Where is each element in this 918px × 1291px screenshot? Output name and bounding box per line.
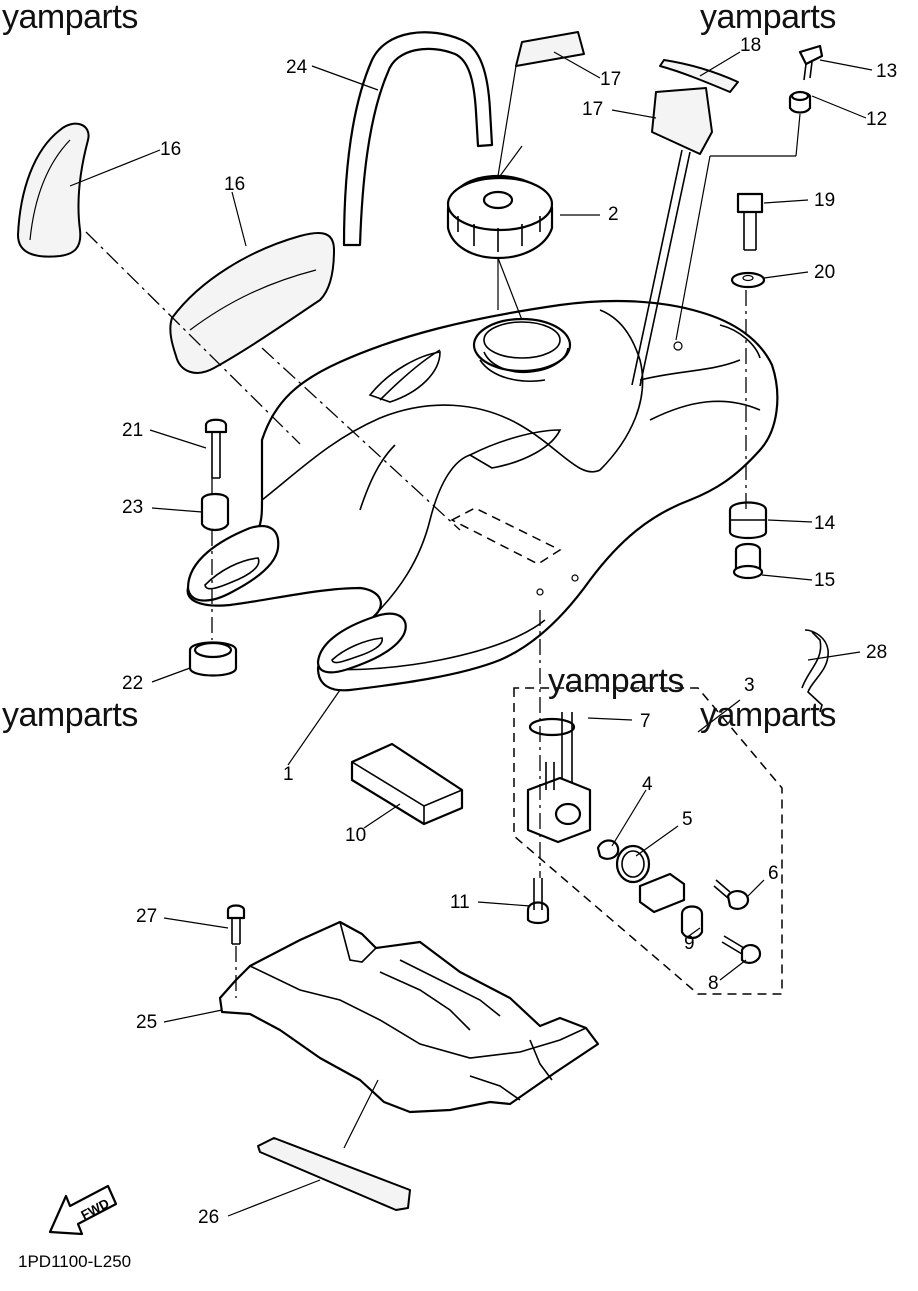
breather-hose	[342, 31, 494, 247]
callout-21: 21	[122, 420, 144, 441]
callout-1: 1	[283, 764, 294, 785]
callout-3: 3	[744, 675, 755, 696]
callout-11: 11	[450, 892, 470, 913]
callout-4: 4	[642, 774, 653, 795]
callout-16a: 16	[160, 139, 182, 160]
gauge-parts	[515, 31, 739, 387]
diagram-code: 1PD1100-L250	[18, 1252, 132, 1271]
callout-12: 12	[866, 109, 888, 130]
callout-26: 26	[198, 1207, 220, 1228]
callout-14: 14	[814, 513, 836, 534]
fuel-cap	[446, 174, 554, 310]
callout-13: 13	[876, 61, 898, 82]
callout-16b: 16	[224, 174, 246, 195]
callout-18: 18	[740, 35, 762, 56]
watermark: yamparts	[2, 0, 138, 36]
fwd-arrow-icon: FWD	[48, 1184, 118, 1236]
callout-20: 20	[814, 262, 836, 283]
tank-guard	[218, 904, 600, 1211]
callout-7: 7	[640, 711, 651, 732]
hardware-right	[728, 44, 829, 713]
callout-25: 25	[136, 1012, 158, 1033]
watermark: yamparts	[548, 662, 684, 700]
callout-23: 23	[122, 497, 144, 518]
callout-19: 19	[814, 190, 836, 211]
callout-22: 22	[122, 673, 144, 694]
petcock-assembly	[526, 712, 762, 964]
tank-pad-right	[169, 232, 335, 374]
tank-pad-left	[17, 122, 90, 258]
hardware-left	[188, 418, 238, 677]
callout-5: 5	[682, 809, 693, 830]
watermark: yamparts	[2, 696, 138, 734]
callout-17a: 17	[600, 69, 622, 90]
watermark: yamparts	[700, 696, 836, 734]
callout-24: 24	[286, 57, 308, 78]
callout-9: 9	[684, 933, 695, 954]
callout-6: 6	[768, 863, 779, 884]
watermark: yamparts	[700, 0, 836, 36]
petcock-group-box	[513, 687, 783, 995]
callout-2: 2	[608, 204, 619, 225]
leader-lines	[69, 51, 873, 1217]
callout-8: 8	[708, 973, 719, 994]
callout-28: 28	[866, 642, 888, 663]
callout-17b: 17	[582, 99, 604, 120]
foam-pad	[350, 742, 464, 826]
callout-27: 27	[136, 906, 158, 927]
callout-15: 15	[814, 570, 836, 591]
fuel-tank	[186, 299, 779, 692]
callout-10: 10	[345, 825, 367, 846]
